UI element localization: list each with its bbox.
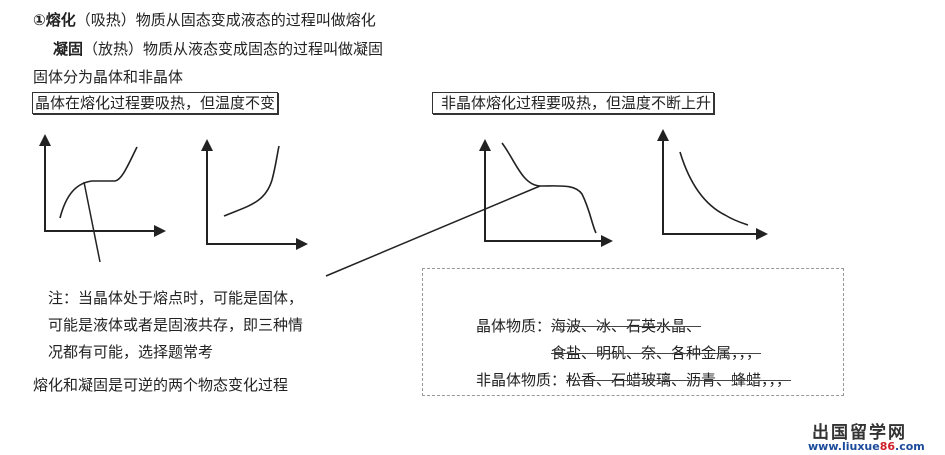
classify-line: 固体分为晶体和非晶体 [33, 68, 184, 86]
crystal-label: 晶体物质： [476, 317, 552, 335]
note-line-3: 况都有可能，选择题常考 [48, 343, 214, 361]
watermark-url-a: www.liuxue [808, 440, 880, 453]
crystal-examples-2: 食盐、明矾、奈、各种金属，，， [551, 344, 762, 362]
graph-amorphous-melting [479, 139, 613, 247]
examples-box [422, 268, 844, 396]
amorphous-examples: 非晶体物质：松香、石蜡玻璃、沥青、蜂蜡，，， [476, 371, 791, 389]
amorphous-box: 非晶体熔化过程要吸热，但温度不断上升 [432, 92, 715, 114]
note-line-1: 注：当晶体处于熔点时，可能是固体， [48, 289, 304, 307]
amorphous-label: 非晶体物质： [476, 371, 567, 389]
melting-line: ①熔化（吸热）物质从固态变成液态的过程叫做熔化 [33, 11, 376, 29]
watermark-url-c: .com [895, 440, 925, 453]
solidify-term: 凝固 [53, 40, 84, 58]
graph-crystal-solidify [201, 139, 308, 250]
crystal-items: 海波、冰、石英水晶、 [551, 317, 702, 335]
solidify-line: 凝固（放热）物质从液态变成固态的过程叫做凝固 [53, 40, 383, 58]
amorphous-items: 松香、石蜡玻璃、沥青、蜂蜡，，， [566, 371, 792, 389]
note-pointer-line-2 [325, 185, 541, 277]
graph-crystal-melting [39, 134, 166, 237]
watermark-url: www.liuxue86.com [808, 440, 925, 453]
graph-amorphous-solidify [657, 129, 768, 240]
melting-definition: （吸热）物质从固态变成液态的过程叫做熔化 [75, 11, 376, 29]
note-pointer-line [83, 181, 101, 263]
note-line-2: 可能是液体或者是固液共存，即三种情 [48, 316, 304, 334]
melting-term: ①熔化 [33, 11, 76, 29]
reversible-note: 熔化和凝固是可逆的两个物态变化过程 [33, 376, 289, 394]
crystal-box: 晶体在熔化过程要吸热，但温度不变 [32, 92, 279, 114]
watermark-url-b: 86 [879, 440, 896, 453]
watermark-logo: 出国留学网 [812, 423, 907, 443]
crystal-examples-1: 晶体物质：海波、冰、石英水晶、 [476, 317, 701, 335]
solidify-definition: （放热）物质从液态变成固态的过程叫做凝固 [83, 40, 384, 58]
